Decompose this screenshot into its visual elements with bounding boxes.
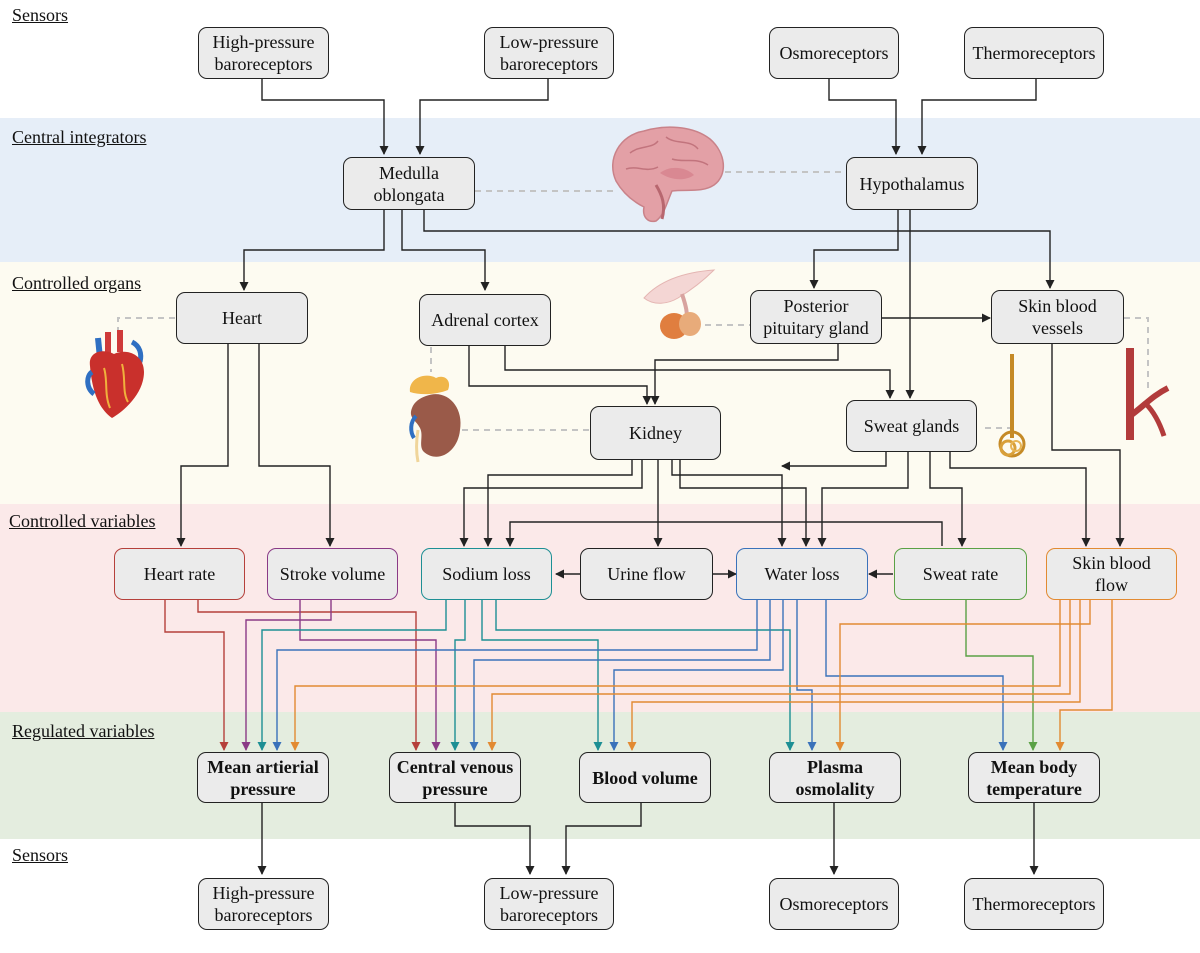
thermoreceptors-bottom: Thermoreceptors xyxy=(964,878,1104,930)
urine-flow: Urine flow xyxy=(580,548,713,600)
pituitary-icon xyxy=(643,269,716,339)
section-label-central-integrators: Central integrators xyxy=(12,127,147,147)
osmoreceptors-top: Osmoreceptors xyxy=(769,27,899,79)
heart-rate: Heart rate xyxy=(114,548,245,600)
heart-organ-icon xyxy=(85,330,144,418)
skin-blood-flow: Skin blood flow xyxy=(1046,548,1177,600)
low-pressure-baroreceptors-bottom: Low-pressure baroreceptors xyxy=(484,878,614,930)
thermoreceptors-top: Thermoreceptors xyxy=(964,27,1104,79)
section-label-sensors-bottom: Sensors xyxy=(12,845,69,865)
section-label-controlled-variables: Controlled variables xyxy=(9,511,156,531)
blood-vessel-icon xyxy=(1126,348,1170,440)
central-venous-pressure: Central venous pressure xyxy=(389,752,521,803)
medulla-oblongata: Medulla oblongata xyxy=(343,157,475,210)
plasma-osmolality: Plasma osmolality xyxy=(769,752,901,803)
high-pressure-baroreceptors-bottom: High-pressure baroreceptors xyxy=(198,878,329,930)
low-pressure-baroreceptors-top: Low-pressure baroreceptors xyxy=(484,27,614,79)
sweat-rate: Sweat rate xyxy=(894,548,1027,600)
adrenal-cortex: Adrenal cortex xyxy=(419,294,551,346)
section-label-regulated-variables: Regulated variables xyxy=(12,721,155,741)
water-loss: Water loss xyxy=(736,548,868,600)
posterior-pituitary-gland: Posterior pituitary gland xyxy=(750,290,882,344)
controlled-variables-band xyxy=(0,504,1200,712)
brain-icon xyxy=(611,126,724,223)
kidney: Kidney xyxy=(590,406,721,460)
hypothalamus: Hypothalamus xyxy=(846,157,978,210)
sweat-gland-icon xyxy=(998,354,1026,458)
sweat-glands: Sweat glands xyxy=(846,400,977,452)
high-pressure-baroreceptors-top: High-pressure baroreceptors xyxy=(198,27,329,79)
mean-body-temperature: Mean body temperature xyxy=(968,752,1100,803)
osmoreceptors-bottom: Osmoreceptors xyxy=(769,878,899,930)
section-label-controlled-organs: Controlled organs xyxy=(12,273,142,293)
section-label-sensors-top: Sensors xyxy=(12,5,69,25)
kidney-icon xyxy=(409,375,461,463)
stroke-volume: Stroke volume xyxy=(267,548,398,600)
mean-arterial-pressure: Mean artierial pressure xyxy=(197,752,329,803)
heart: Heart xyxy=(176,292,308,344)
blood-volume: Blood volume xyxy=(579,752,711,803)
sodium-loss: Sodium loss xyxy=(421,548,552,600)
skin-blood-vessels: Skin blood vessels xyxy=(991,290,1124,344)
